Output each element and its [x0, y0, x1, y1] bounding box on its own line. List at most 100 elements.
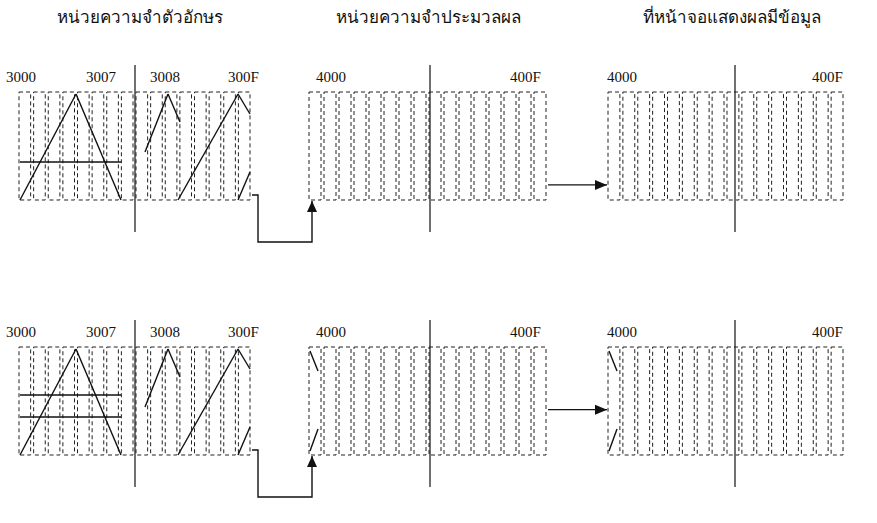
memory-cell — [712, 92, 724, 200]
glyph-stroke — [76, 94, 121, 200]
glyph-stroke — [76, 349, 121, 455]
memory-cell — [757, 92, 769, 200]
memory-cell — [121, 347, 133, 455]
glyph-stroke — [238, 94, 250, 114]
arrow-head — [595, 405, 607, 415]
memory-cell — [107, 347, 119, 455]
memory-cell — [309, 92, 321, 200]
data-transfer-arrow — [548, 405, 607, 415]
column-heading: หน่วยความจำประมวลผล — [336, 8, 521, 28]
memory-cell — [742, 347, 754, 455]
glyph-stroke — [145, 94, 168, 152]
memory-cell — [399, 347, 411, 455]
address-label: 4000 — [607, 70, 637, 85]
memory-block: 4000400F — [607, 92, 845, 200]
memory-cell — [48, 347, 60, 455]
glyph-stroke — [178, 349, 238, 455]
memory-cell — [489, 347, 501, 455]
memory-cell — [682, 347, 694, 455]
glyph-stroke — [20, 349, 76, 455]
memory-cell — [474, 92, 486, 200]
memory-cell — [165, 347, 177, 455]
memory-cell — [165, 92, 177, 200]
memory-cell — [324, 347, 336, 455]
memory-cell — [712, 347, 724, 455]
memory-cell — [429, 92, 441, 200]
memory-cell — [384, 92, 396, 200]
memory-cell — [444, 92, 456, 200]
address-label: 4000 — [316, 325, 346, 340]
glyph-stroke — [238, 427, 250, 455]
memory-cell — [459, 347, 471, 455]
memory-cell — [727, 347, 739, 455]
memory-cell — [78, 92, 90, 200]
column-heading: ที่หน้าจอแสดงผลมีข้อมูล — [643, 8, 821, 28]
arrow-head — [595, 180, 607, 190]
memory-cell — [238, 92, 250, 200]
half-divider — [429, 65, 430, 232]
data-transfer-arrow — [548, 180, 607, 190]
memory-block: 300030073008300F — [18, 347, 252, 455]
memory-cell — [682, 92, 694, 200]
half-divider — [734, 65, 735, 232]
memory-cell — [638, 92, 650, 200]
address-label: 300F — [228, 325, 259, 340]
memory-cell — [742, 92, 754, 200]
glyph-stroke — [168, 94, 180, 122]
memory-cell — [623, 92, 635, 200]
memory-cell — [34, 92, 46, 200]
address-label: 3007 — [86, 325, 116, 340]
half-divider — [134, 65, 135, 232]
memory-cell — [180, 347, 192, 455]
glyph-stroke — [20, 416, 121, 417]
memory-cell — [772, 92, 784, 200]
arrow-head — [307, 456, 317, 467]
memory-cell — [151, 347, 163, 455]
memory-cell — [78, 347, 90, 455]
memory-cell — [653, 92, 665, 200]
memory-cell — [653, 347, 665, 455]
address-label: 400F — [510, 70, 541, 85]
glyph-stroke — [168, 349, 180, 377]
memory-cell — [369, 347, 381, 455]
address-label: 3008 — [150, 70, 180, 85]
memory-cell — [608, 347, 620, 455]
memory-cell — [180, 92, 192, 200]
memory-cell — [429, 347, 441, 455]
memory-cell — [324, 92, 336, 200]
memory-cell — [384, 347, 396, 455]
glyph-stroke — [310, 351, 318, 371]
data-transfer-arrow — [252, 195, 317, 242]
memory-cell — [136, 92, 148, 200]
memory-cell — [504, 92, 516, 200]
half-divider — [429, 320, 430, 487]
glyph-stroke — [238, 349, 250, 369]
memory-cell — [697, 347, 709, 455]
memory-cell — [444, 347, 456, 455]
address-label: 3000 — [6, 70, 36, 85]
column-heading: หน่วยความจำตัวอักษร — [57, 8, 223, 28]
memory-cell — [238, 347, 250, 455]
memory-cell — [107, 92, 119, 200]
memory-cell — [136, 347, 148, 455]
memory-cell — [816, 347, 828, 455]
address-label: 3008 — [150, 325, 180, 340]
memory-cell — [727, 92, 739, 200]
memory-cell — [697, 92, 709, 200]
memory-block: 4000400F — [308, 92, 548, 200]
memory-cell — [787, 92, 799, 200]
address-label: 400F — [812, 70, 843, 85]
memory-block: 4000400F — [308, 347, 548, 455]
glyph-stroke — [609, 351, 617, 371]
memory-cell — [151, 92, 163, 200]
memory-cell — [195, 347, 207, 455]
glyph-stroke — [20, 94, 76, 200]
memory-cell — [831, 92, 843, 200]
half-divider — [134, 320, 135, 487]
memory-cell — [209, 92, 221, 200]
glyph-stroke — [609, 429, 617, 451]
memory-cell — [34, 347, 46, 455]
memory-cell — [48, 92, 60, 200]
memory-cell — [414, 92, 426, 200]
